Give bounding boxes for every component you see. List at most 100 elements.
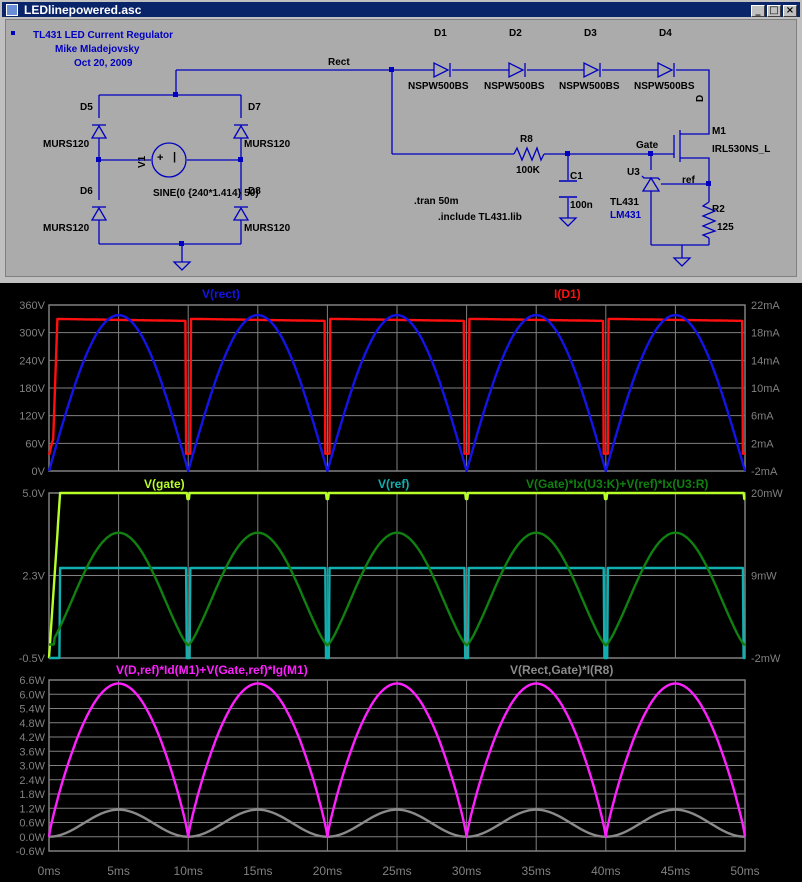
trace-label-r8-power[interactable]: V(Rect,Gate)*I(R8) (510, 663, 614, 677)
v1-label[interactable]: V1 (137, 155, 148, 168)
y-tick-label: 240V (19, 355, 45, 367)
spice-directive-include[interactable]: .include TL431.lib (438, 212, 522, 223)
y2-tick-label: 14mA (751, 355, 780, 367)
waveform-plot[interactable]: 360V300V240V180V120V60V0V22mA18mA14mA10m… (0, 283, 802, 882)
y-tick-label: 2.4W (19, 775, 45, 787)
m1-drain-label: D (695, 94, 706, 102)
y-tick-label: 2.3V (22, 571, 45, 583)
y2-tick-label: 10mA (751, 383, 780, 395)
trace-label-v-ref[interactable]: V(ref) (378, 477, 410, 491)
d4-label[interactable]: D4 (659, 28, 672, 39)
trace-label-m1-power[interactable]: V(D,ref)*Id(M1)+V(Gate,ref)*Ig(M1) (116, 663, 308, 677)
d1-model[interactable]: NSPW500BS (408, 81, 469, 92)
v1-value[interactable]: SINE(0 {240*1.414} 50) (153, 188, 259, 199)
y-tick-label: 0.6W (19, 818, 45, 830)
y-tick-label: 3.6W (19, 746, 45, 758)
d6-label[interactable]: D6 (80, 186, 93, 197)
x-tick-label: 0ms (38, 864, 61, 878)
d5-label[interactable]: D5 (80, 102, 93, 113)
d7-label[interactable]: D7 (248, 102, 261, 113)
r2-value[interactable]: 125 (717, 222, 734, 233)
y-tick-label: 5.4W (19, 704, 45, 716)
y-tick-label: 1.2W (19, 803, 45, 815)
m1-model[interactable]: IRL530NS_L (712, 144, 771, 155)
maximize-button[interactable]: □ (767, 5, 781, 17)
net-label-rect[interactable]: Rect (328, 57, 350, 68)
schematic-drawing (90, 61, 717, 271)
v1-minus-icon: | (173, 151, 177, 163)
spice-directive-tran[interactable]: .tran 50m (414, 196, 459, 207)
y2-tick-label: -2mW (751, 653, 781, 665)
x-tick-label: 25ms (382, 864, 411, 878)
d5-model[interactable]: MURS120 (43, 139, 90, 150)
window-titlebar[interactable]: LEDlinepowered.asc _ □ × (2, 2, 800, 17)
trace-label-i-d1[interactable]: I(D1) (554, 287, 581, 301)
r8-value[interactable]: 100K (516, 165, 540, 176)
trace-label-v-gate[interactable]: V(gate) (144, 477, 185, 491)
u3-label[interactable]: U3 (627, 167, 640, 178)
y-tick-label: 0.0W (19, 832, 45, 844)
c1-value[interactable]: 100n (570, 200, 593, 211)
y-tick-label: 6.6W (19, 675, 45, 687)
x-tick-label: 50ms (730, 864, 759, 878)
y-tick-label: 120V (19, 411, 45, 423)
d2-label[interactable]: D2 (509, 28, 522, 39)
x-tick-label: 15ms (243, 864, 272, 878)
r2-label[interactable]: R2 (712, 204, 725, 215)
d2-model[interactable]: NSPW500BS (484, 81, 545, 92)
x-tick-label: 30ms (452, 864, 481, 878)
trace-i-d1 (47, 317, 746, 456)
x-tick-label: 40ms (591, 864, 620, 878)
v1-plus-icon: + (157, 152, 164, 164)
schematic-window: LEDlinepowered.asc _ □ × (0, 0, 802, 282)
y2-tick-label: 20mW (751, 488, 783, 500)
y-tick-label: 60V (25, 438, 45, 450)
c1-label[interactable]: C1 (570, 171, 583, 182)
trace-r8-power (48, 808, 746, 838)
d4-model[interactable]: NSPW500BS (634, 81, 695, 92)
trace-v-gate (47, 491, 746, 659)
d8-label[interactable]: D8 (248, 186, 261, 197)
y-tick-label: 360V (19, 300, 45, 312)
window-title: LEDlinepowered.asc (24, 2, 142, 17)
d3-label[interactable]: D3 (584, 28, 597, 39)
d6-model[interactable]: MURS120 (43, 223, 90, 234)
trace-label-u3-power[interactable]: V(Gate)*Ix(U3:K)+V(ref)*Ix(U3:R) (526, 477, 709, 491)
d7-model[interactable]: MURS120 (244, 139, 291, 150)
y-tick-label: 3.0W (19, 761, 45, 773)
y-tick-label: 1.8W (19, 789, 45, 801)
y2-tick-label: 6mA (751, 411, 774, 423)
header-line-3: Oct 20, 2009 (74, 58, 133, 69)
r8-label[interactable]: R8 (520, 134, 533, 145)
y2-tick-label: 18mA (751, 328, 780, 340)
y-tick-label: 300V (19, 328, 45, 340)
d3-model[interactable]: NSPW500BS (559, 81, 620, 92)
d8-model[interactable]: MURS120 (244, 223, 291, 234)
trace-u3-power (48, 531, 746, 647)
y-tick-label: 5.0V (22, 488, 45, 500)
minimize-button[interactable]: _ (751, 5, 765, 17)
close-button[interactable]: × (783, 5, 797, 17)
net-label-ref[interactable]: ref (682, 175, 695, 186)
u3-model[interactable]: TL431 (610, 197, 639, 208)
u3-lib[interactable]: LM431 (610, 210, 642, 221)
trace-label-v-rect[interactable]: V(rect) (202, 287, 241, 301)
m1-label[interactable]: M1 (712, 126, 726, 137)
y-tick-label: 180V (19, 383, 45, 395)
y-tick-label: 4.2W (19, 732, 45, 744)
y2-tick-label: 2mA (751, 438, 774, 450)
net-label-gate[interactable]: Gate (636, 140, 659, 151)
y2-tick-label: 22mA (751, 300, 780, 312)
app-icon (6, 3, 18, 16)
y2-tick-label: -2mA (751, 466, 778, 478)
d1-label[interactable]: D1 (434, 28, 447, 39)
x-tick-label: 35ms (522, 864, 551, 878)
y-tick-label: -0.6W (16, 846, 46, 858)
y-tick-label: 4.8W (19, 718, 45, 730)
schematic-canvas[interactable]: TL431 LED Current Regulator Mike Mladejo… (5, 19, 797, 277)
y-tick-label: 6.0W (19, 689, 45, 701)
anchor-dot (11, 31, 15, 35)
x-tick-label: 45ms (661, 864, 690, 878)
y-tick-label: -0.5V (19, 653, 46, 665)
